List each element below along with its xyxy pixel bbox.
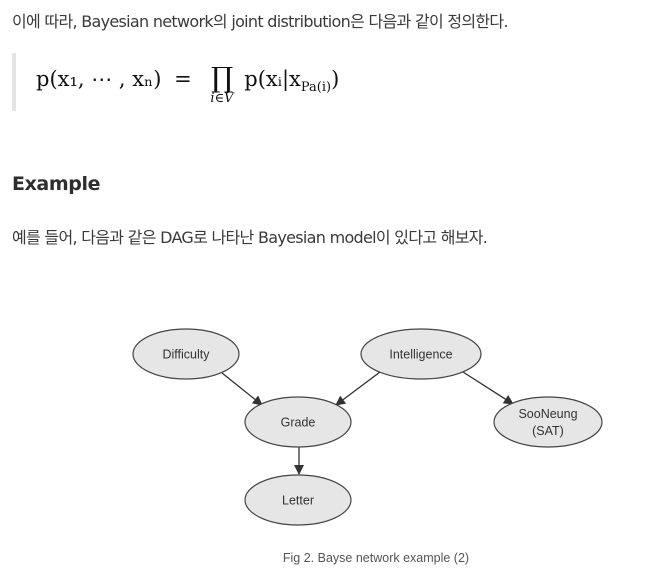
node-grade-label: Grade bbox=[281, 416, 316, 430]
intro-paragraph: 이에 따라, Bayesian network의 joint distribut… bbox=[12, 12, 509, 31]
edge-difficulty-grade bbox=[221, 372, 263, 406]
joint-distribution-formula: p(x₁, ⋯ , xₙ) = ∏ i∈V p(xᵢ|xPa(i)) bbox=[36, 61, 339, 106]
product-subscript: i∈V bbox=[210, 91, 234, 106]
edge-intelligence-sooneung bbox=[462, 371, 514, 405]
formula-rhs: p(xᵢ|xPa(i)) bbox=[244, 62, 339, 105]
formula-lhs: p(x₁, ⋯ , xₙ) bbox=[36, 67, 162, 91]
node-intelligence: Intelligence bbox=[360, 328, 482, 380]
node-sooneung: SooNeung (SAT) bbox=[493, 396, 603, 448]
example-paragraph: 예를 들어, 다음과 같은 DAG로 나타난 Bayesian model이 있… bbox=[12, 228, 488, 247]
section-heading: Example bbox=[12, 173, 101, 195]
formula-rhs-main: p(xᵢ|x bbox=[244, 67, 301, 91]
blockquote-bar bbox=[12, 53, 16, 111]
node-letter: Letter bbox=[244, 474, 352, 526]
node-grade: Grade bbox=[244, 396, 352, 448]
node-difficulty: Difficulty bbox=[132, 328, 240, 380]
product-operator: ∏ i∈V bbox=[210, 61, 234, 106]
node-sooneung-label-line1: SooNeung bbox=[518, 407, 577, 421]
node-letter-label: Letter bbox=[282, 494, 314, 508]
node-sooneung-label-line2: (SAT) bbox=[532, 424, 564, 438]
formula-rhs-close: ) bbox=[331, 67, 340, 91]
figure-caption: Fig 2. Bayse network example (2) bbox=[282, 551, 470, 565]
edge-intelligence-grade bbox=[335, 371, 381, 406]
node-intelligence-label: Intelligence bbox=[389, 348, 452, 362]
formula-rhs-subscript: Pa(i) bbox=[300, 80, 332, 96]
node-difficulty-label: Difficulty bbox=[162, 348, 210, 362]
product-symbol: ∏ bbox=[210, 61, 234, 94]
formula-equals: = bbox=[174, 67, 192, 91]
